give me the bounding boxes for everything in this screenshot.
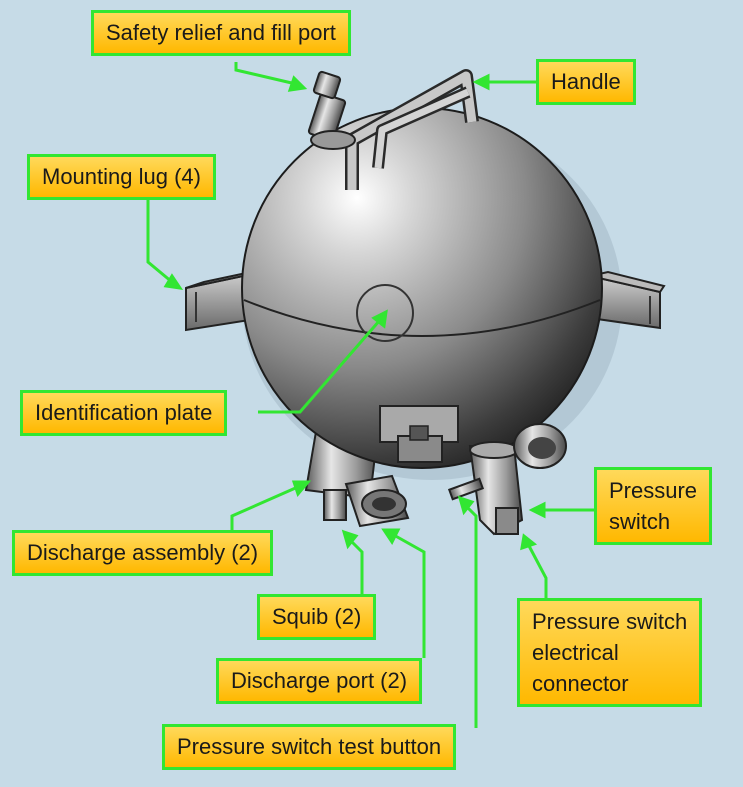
leader-lines <box>146 62 594 728</box>
label-pressure-switch: Pressure switch <box>594 467 713 545</box>
label-discharge-assembly: Discharge assembly (2) <box>12 530 274 576</box>
handle <box>345 69 479 190</box>
discharge-port <box>344 474 410 528</box>
label-discharge-port: Discharge port (2) <box>216 658 423 704</box>
label-squib: Squib (2) <box>257 594 377 640</box>
pressure-switch <box>468 441 524 536</box>
label-electrical-connector-line-2: electrical <box>532 640 619 665</box>
pressure-switch-test-button <box>447 477 485 501</box>
label-identification-plate: Identification plate <box>20 390 228 436</box>
label-pressure-switch-line-1: Pressure <box>609 478 698 503</box>
label-electrical-connector-line-3: connector <box>532 671 629 696</box>
second-discharge-port <box>513 423 567 469</box>
label-electrical-connector: Pressure switch electrical connector <box>517 598 703 707</box>
label-test-button: Pressure switch test button <box>162 724 457 770</box>
label-pressure-switch-line-2: switch <box>609 509 671 534</box>
sphere-seam <box>243 299 601 337</box>
squib <box>323 489 347 521</box>
label-mounting-lug: Mounting lug (4) <box>27 154 216 200</box>
label-handle: Handle <box>536 59 636 105</box>
label-electrical-connector-line-1: Pressure switch <box>532 609 688 634</box>
bottom-boss <box>379 405 459 463</box>
safety-relief-port <box>307 70 356 150</box>
label-safety-relief: Safety relief and fill port <box>91 10 351 56</box>
identification-plate <box>356 284 414 342</box>
